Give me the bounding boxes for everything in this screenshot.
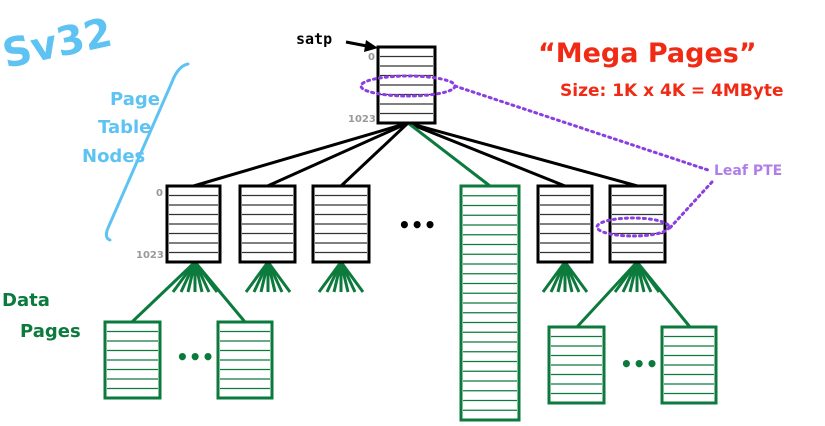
data-page xyxy=(103,320,162,400)
page-table-node xyxy=(165,184,222,264)
label-line: Pages xyxy=(20,321,81,342)
data-page-pointer xyxy=(563,261,589,293)
label-line: Page xyxy=(110,89,160,110)
pointer-line xyxy=(407,121,566,188)
page-table-node xyxy=(608,184,667,264)
index-first: 0 xyxy=(156,188,163,199)
ellipsis: ••• xyxy=(398,213,436,237)
page-table-nodes-label: Page Table Nodes xyxy=(82,89,160,167)
leaf-pte-label: Leaf PTE xyxy=(714,163,782,179)
label-line: Data xyxy=(2,290,50,311)
data-page xyxy=(216,320,274,400)
data-page xyxy=(547,325,606,405)
data-page xyxy=(660,325,718,405)
arrowhead-icon xyxy=(364,40,378,52)
ellipsis: ••• xyxy=(176,345,214,369)
leaf-pte-pointer xyxy=(666,180,714,232)
data-page-pointer xyxy=(635,261,692,328)
satp-label: satp xyxy=(296,30,332,48)
page-table-node xyxy=(311,184,371,264)
page-table-bracket xyxy=(104,62,190,242)
root-page-table xyxy=(376,45,437,125)
label-line: Nodes xyxy=(82,146,145,167)
data-page-pointer xyxy=(193,261,247,323)
pointer-line xyxy=(407,121,638,188)
data-page-pointer xyxy=(130,260,197,324)
mega-page xyxy=(459,184,521,422)
data-page-pointer xyxy=(575,260,639,329)
index-last: 1023 xyxy=(136,250,164,261)
mega-pages-title: “Mega Pages” xyxy=(538,38,757,69)
mega-page-pointer-line xyxy=(407,121,491,188)
ellipsis: ••• xyxy=(620,352,658,376)
sv32-title: Sv32 xyxy=(0,10,116,78)
pointer-line xyxy=(266,121,409,188)
pointer-line xyxy=(339,121,410,188)
index-first: 0 xyxy=(368,52,375,63)
index-last: 1023 xyxy=(348,114,376,125)
page-table-node xyxy=(536,184,594,264)
mega-pages-size: Size: 1K x 4K = 4MByte xyxy=(560,81,784,101)
pointer-line xyxy=(193,121,409,188)
data-page-pointer xyxy=(339,261,365,293)
data-page-pointer xyxy=(266,261,292,293)
page-table-node xyxy=(238,184,297,264)
data-pages-label: Data Pages xyxy=(2,290,81,342)
label-line: Table xyxy=(98,117,151,138)
leaf-pte-pointer xyxy=(453,84,710,172)
